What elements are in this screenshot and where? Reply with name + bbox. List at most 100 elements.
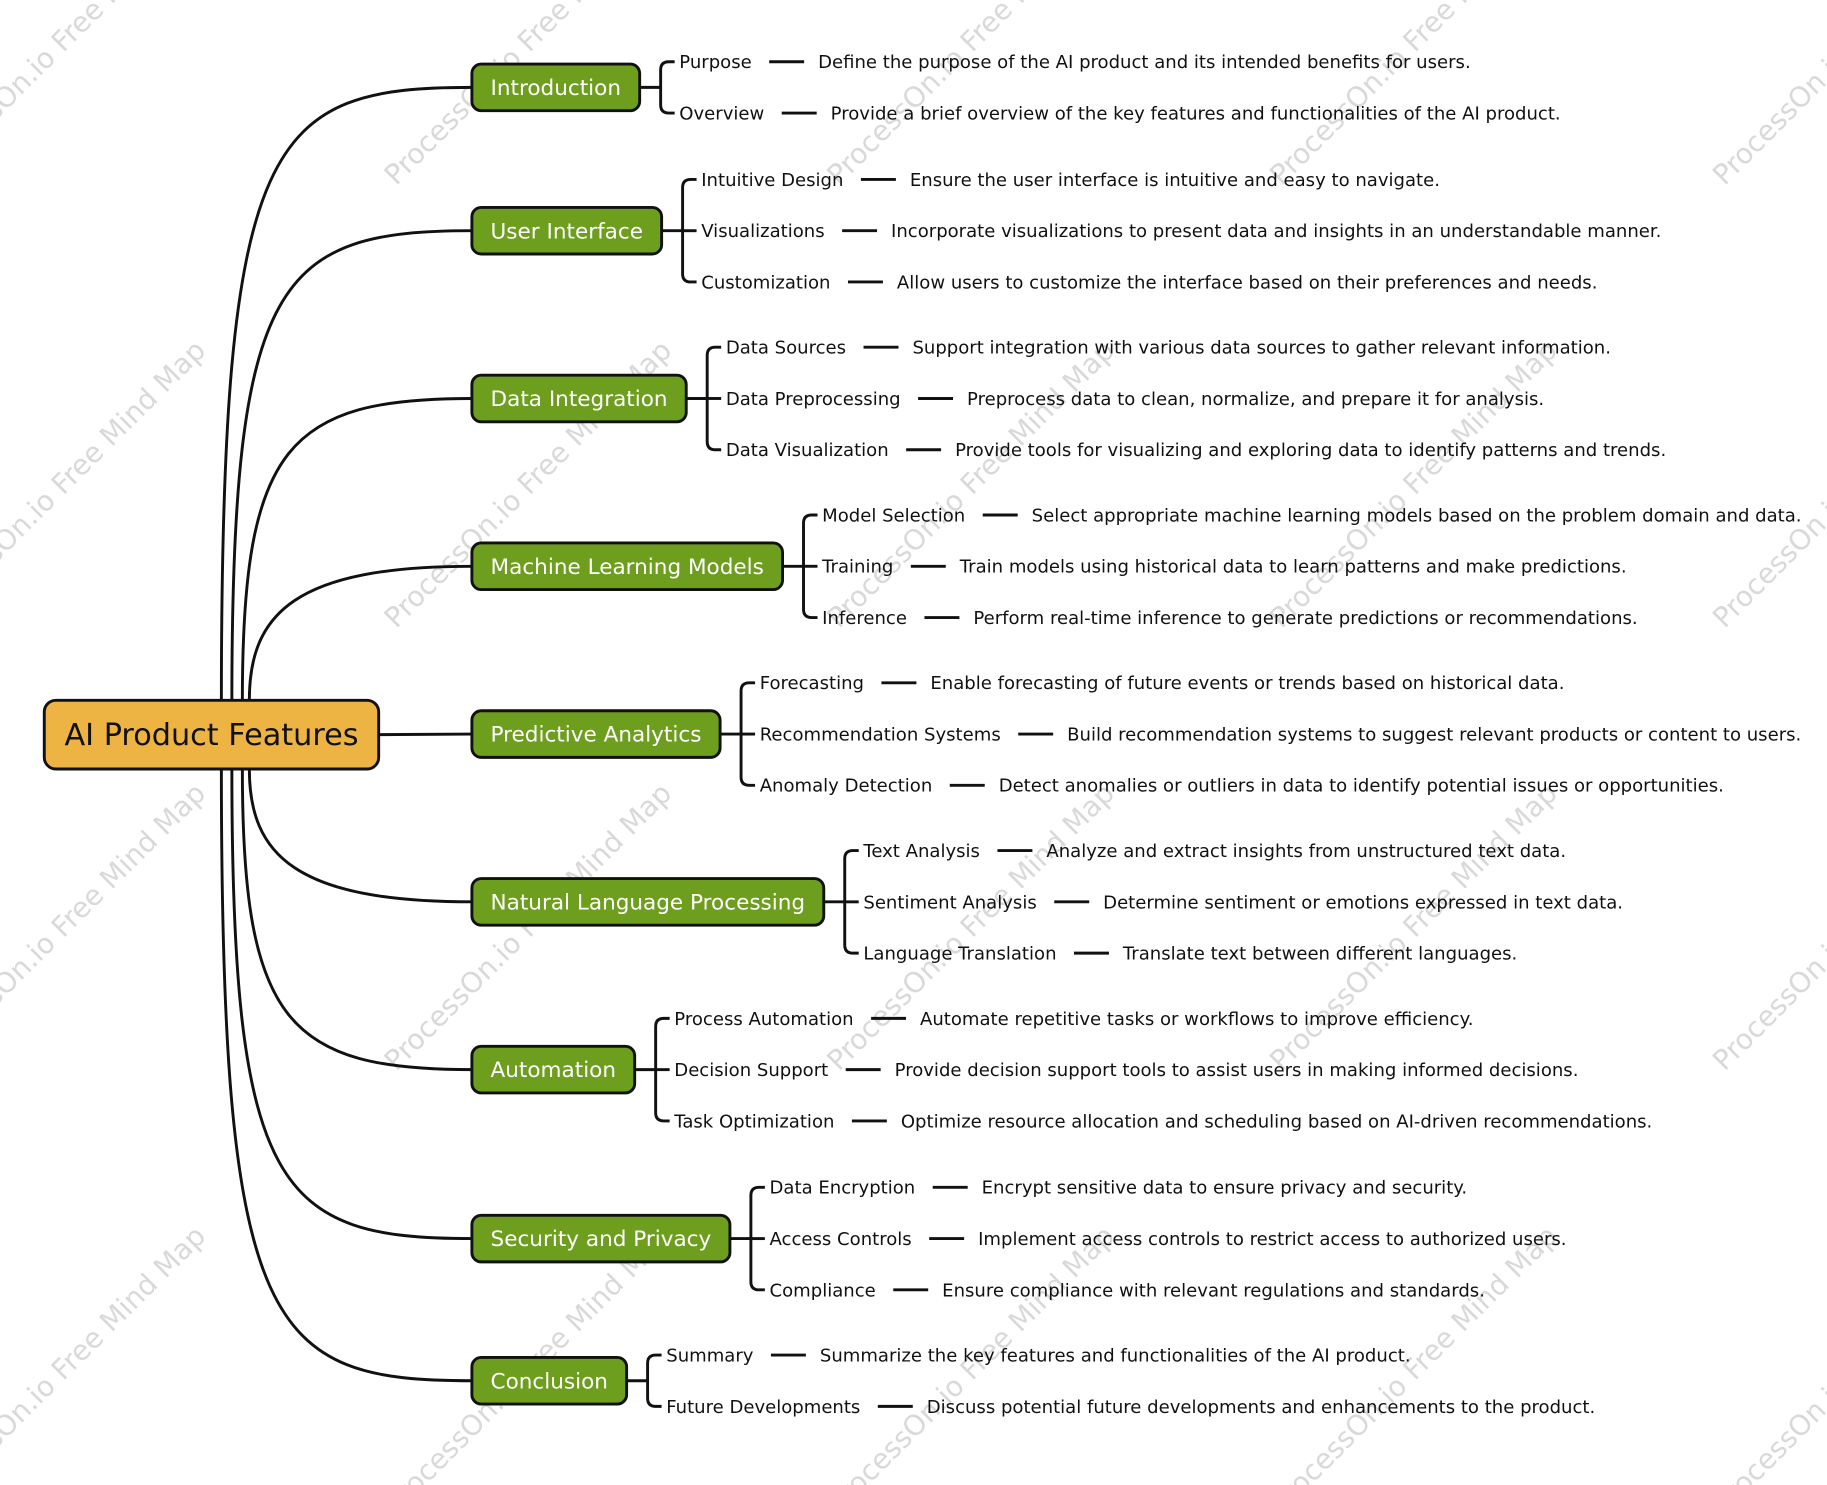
branch-node[interactable]: Automation (470, 1044, 637, 1095)
topic-detail: Summarize the key features and functiona… (820, 1346, 1411, 1367)
topic-label: Language Translation (863, 944, 1056, 965)
watermark-text: ProcessOn.io Free Mind Map (821, 777, 1121, 1077)
topic-label: Training (821, 557, 893, 578)
watermark-text: ProcessOn.io Free Mind Map (0, 777, 212, 1077)
branch-node-box (470, 541, 784, 592)
topic-label: Overview (679, 103, 764, 124)
branch-node-box (470, 1044, 637, 1095)
topic-label: Data Visualization (726, 440, 889, 461)
topic-item[interactable]: Data Preprocessing Preprocess data to cle… (726, 389, 1544, 410)
topic-item[interactable]: Text Analysis Analyze and extract insight… (862, 841, 1566, 862)
topic-label: Customization (701, 272, 830, 293)
branch-node[interactable]: Conclusion (470, 1355, 629, 1406)
topic-detail: Select appropriate machine learning mode… (1032, 505, 1802, 526)
root-node-label: AI Product Features (64, 718, 358, 753)
branch-connector (230, 769, 472, 1241)
topic-detail: Build recommendation systems to suggest … (1067, 724, 1801, 745)
branch-node-label: Conclusion (491, 1369, 608, 1394)
topic-detail: Preprocess data to clean, normalize, and… (967, 389, 1544, 410)
branch-node[interactable]: Predictive Analytics (470, 709, 722, 759)
watermark-text: ProcessOn.io Free Mind Map (1706, 334, 1827, 634)
topic-detail: Automate repetitive tasks or workflows t… (920, 1009, 1473, 1030)
watermark-text: ProcessOn.io Free Mind Map (1706, 0, 1827, 191)
topic-detail: Encrypt sensitive data to ensure privacy… (982, 1178, 1467, 1199)
branch-node[interactable]: Natural Language Processing (470, 877, 826, 927)
watermark-text: ProcessOn.io Free Mind Map (1263, 0, 1563, 191)
branch-node-label: Predictive Analytics (491, 723, 702, 748)
branch-connector (240, 397, 472, 701)
watermark-text: ProcessOn.io Free Mind Map (378, 777, 678, 1077)
branch-node-label: Security and Privacy (491, 1227, 712, 1252)
watermark-text: ProcessOn.io Free Mind Map (0, 1219, 212, 1485)
topic-item[interactable]: Sentiment Analysis Determine sentiment or… (863, 892, 1623, 913)
branch-connector (247, 769, 472, 904)
watermark-text: ProcessOn.io Free Mind Map (1706, 1219, 1827, 1485)
topic-item[interactable]: Customization Allow users to customize th… (701, 272, 1597, 293)
topic-detail: Determine sentiment or emotions expresse… (1103, 892, 1623, 913)
topic-detail: Analyze and extract insights from unstru… (1046, 841, 1566, 862)
topic-detail: Ensure compliance with relevant regulati… (942, 1280, 1485, 1301)
topic-label: Task Optimization (673, 1111, 834, 1132)
connector-layer (219, 60, 1109, 1408)
topic-label: Data Preprocessing (726, 389, 901, 410)
topic-item[interactable]: Data Sources Support integration with var… (726, 338, 1611, 359)
topic-label: Data Sources (726, 338, 846, 359)
topic-detail: Provide a brief overview of the key feat… (831, 103, 1561, 124)
bracket (843, 849, 859, 955)
topic-detail: Allow users to customize the interface b… (897, 272, 1598, 293)
branch-node-box (470, 709, 722, 759)
topic-label: Text Analysis (862, 841, 980, 862)
branch-connector (247, 564, 472, 701)
bracket (659, 60, 675, 115)
branch-node-label: Introduction (491, 76, 621, 101)
branch-connector (219, 85, 472, 701)
branch-node[interactable]: Security and Privacy (470, 1213, 732, 1264)
branch-node-box (470, 205, 664, 256)
branch-connector (378, 732, 472, 737)
bracket (646, 1353, 662, 1408)
topic-detail: Provide decision support tools to assist… (895, 1060, 1579, 1081)
topic-item[interactable]: Language Translation Translate text betwe… (863, 944, 1517, 965)
branch-node[interactable]: Introduction (470, 62, 642, 113)
topic-item[interactable]: Overview Provide a brief overview of the … (679, 103, 1560, 124)
topic-detail: Support integration with various data so… (912, 338, 1611, 359)
topic-label: Sentiment Analysis (863, 892, 1036, 913)
watermark-text: ProcessOn.io Free Mind Map (0, 334, 212, 634)
topic-label: Inference (822, 608, 907, 629)
root-node[interactable]: AI Product Features (42, 698, 381, 771)
topic-detail: Translate text between different languag… (1122, 944, 1517, 965)
branch-connector (219, 769, 472, 1383)
branch-node-label: Automation (491, 1058, 616, 1083)
branch-node[interactable]: Data Integration (470, 373, 688, 424)
bracket (654, 1016, 670, 1123)
watermark-text: ProcessOn.io Free Mind Map (821, 0, 1121, 191)
branch-node-box (470, 877, 826, 927)
branch-node-label: User Interface (491, 219, 643, 244)
branch-node[interactable]: User Interface (470, 205, 664, 256)
topic-detail: Incorporate visualizations to present da… (891, 221, 1661, 242)
branch-node[interactable]: Machine Learning Models (470, 541, 784, 592)
branch-connector (230, 229, 472, 701)
topic-label: Anomaly Detection (760, 776, 933, 797)
